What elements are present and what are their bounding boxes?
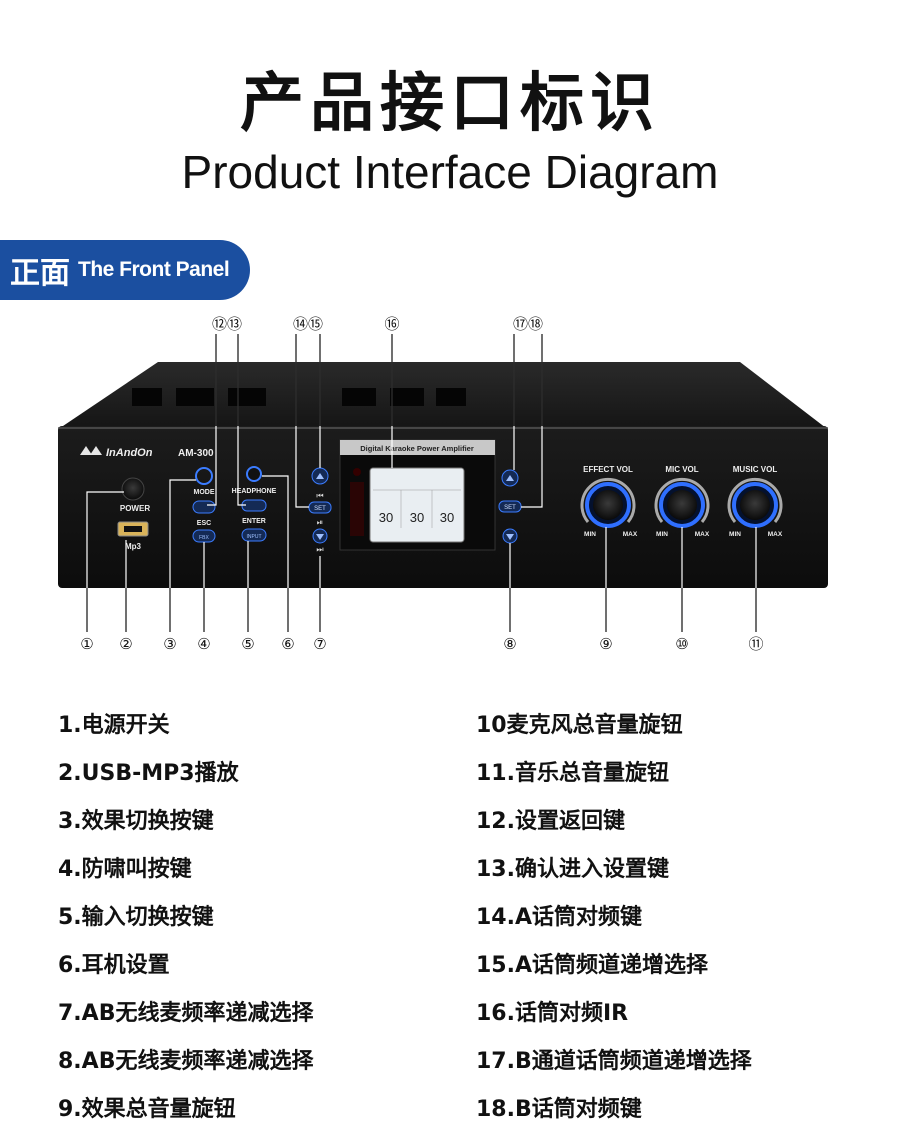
legend-item: 13.确认进入设置键: [476, 857, 669, 882]
callout-8: ⑧: [503, 635, 516, 653]
mic-vol-knob[interactable]: [654, 477, 710, 528]
legend-item: 2.USB-MP3播放: [58, 761, 239, 786]
brand-name: InAndOn: [106, 447, 153, 459]
legend-right: 10麦克风总音量旋钮 11.音乐总音量旋钮 12.设置返回键 13.确认进入设置…: [476, 708, 752, 1140]
mic-min-label: MIN: [656, 531, 668, 538]
down-arrow-icon: [316, 534, 324, 540]
music-vol-knob[interactable]: [727, 477, 783, 528]
callout-16: ⑯: [384, 315, 399, 333]
a-set-label: SET: [314, 506, 326, 512]
effect-vol-knob[interactable]: [580, 477, 636, 528]
mic-vol-label: MIC VOL: [665, 465, 698, 474]
callout-5: ⑤: [241, 635, 254, 653]
effect-min-label: MIN: [584, 531, 596, 538]
lcd-value-1: 30: [379, 510, 393, 525]
headphone-label: HEADPHONE: [232, 488, 277, 495]
callout-10: ⑩: [675, 635, 688, 653]
lcd-value-2: 30: [410, 510, 424, 525]
legend-item: 5.输入切换按键: [58, 905, 214, 930]
mic-max-label: MAX: [695, 531, 710, 538]
callout-9: ⑨: [599, 635, 612, 653]
legend-item: 11.音乐总音量旋钮: [476, 761, 669, 786]
mode-button[interactable]: [195, 467, 213, 485]
callout-12-13: ⑫⑬: [212, 315, 242, 333]
input-button[interactable]: [241, 528, 267, 542]
input-label: INPUT: [247, 534, 262, 540]
callout-2: ②: [119, 635, 132, 653]
esc-button[interactable]: [192, 500, 216, 514]
legend-item: 1.电源开关: [58, 713, 170, 738]
prev-icon: ⏮: [316, 491, 323, 500]
legend-item: 6.耳机设置: [58, 953, 170, 978]
next-icon: ⏭: [316, 545, 323, 554]
front-panel-diagram: InAndOn AM-300 POWER Mp3 MODE ESC FBX HE…: [58, 315, 828, 653]
effect-vol-label: EFFECT VOL: [583, 465, 633, 474]
legend-item: 7.AB无线麦频率递减选择: [58, 1001, 314, 1026]
legend-item: 14.A话筒对频键: [476, 905, 642, 930]
up-arrow-icon: [316, 473, 324, 479]
up-arrow-icon: [506, 475, 514, 481]
section-tab-en: The Front Panel: [78, 258, 230, 281]
callout-14-15: ⑭⑮: [293, 315, 323, 333]
music-min-label: MIN: [729, 531, 741, 538]
down-arrow-icon: [506, 534, 514, 540]
power-button[interactable]: [121, 477, 145, 501]
callout-7: ⑦: [313, 635, 326, 653]
model-label: AM-300: [178, 448, 214, 459]
legend-item: 9.效果总音量旋钮: [58, 1097, 236, 1122]
fbx-label: FBX: [199, 535, 209, 541]
play-pause-icon: ⏯: [317, 518, 323, 527]
mode-label: MODE: [194, 489, 215, 496]
mp3-label: Mp3: [125, 542, 142, 551]
legend-item: 16.话筒对频IR: [476, 1001, 629, 1026]
callout-4: ④: [197, 635, 210, 653]
page-title-cn: 产品接口标识: [240, 67, 660, 141]
lcd-value-3: 30: [440, 510, 454, 525]
power-label: POWER: [120, 504, 150, 513]
music-vol-label: MUSIC VOL: [733, 465, 778, 474]
headphone-jack[interactable]: [246, 466, 262, 482]
section-tab: 正面 The Front Panel: [0, 240, 250, 300]
legend-item: 15.A话筒频道递增选择: [476, 953, 708, 978]
page-title-en: Product Interface Diagram: [181, 146, 719, 198]
music-max-label: MAX: [768, 531, 783, 538]
leader-lines-outside: [86, 334, 757, 632]
callout-1: ①: [80, 635, 93, 653]
legend-item: 10麦克风总音量旋钮: [476, 713, 683, 738]
legend-item: 3.效果切换按键: [58, 809, 214, 834]
callout-3: ③: [163, 635, 176, 653]
section-tab-cn: 正面: [10, 256, 70, 291]
legend-item: 4.防啸叫按键: [58, 857, 192, 882]
callout-17-18: ⑰⑱: [513, 315, 543, 333]
legend-left: 1.电源开关 2.USB-MP3播放 3.效果切换按键 4.防啸叫按键 5.输入…: [58, 708, 313, 1140]
legend-item: 12.设置返回键: [476, 809, 625, 834]
lcd-screen: [369, 467, 465, 543]
legend-item: 17.B通道话筒频道递增选择: [476, 1049, 752, 1074]
effect-max-label: MAX: [623, 531, 638, 538]
brand-logo-icon: [80, 446, 102, 455]
enter-label: ENTER: [242, 518, 266, 525]
callout-6: ⑥: [281, 635, 294, 653]
callout-11: ⑪: [748, 635, 763, 653]
ir-sensor: [353, 468, 361, 476]
legend-item: 8.AB无线麦频率递减选择: [58, 1049, 314, 1074]
b-set-label: SET: [504, 505, 516, 511]
screen-title: Digital Karaoke Power Amplifier: [360, 444, 474, 453]
esc-label: ESC: [197, 520, 211, 527]
legend-item: 18.B话筒对频键: [476, 1097, 642, 1122]
